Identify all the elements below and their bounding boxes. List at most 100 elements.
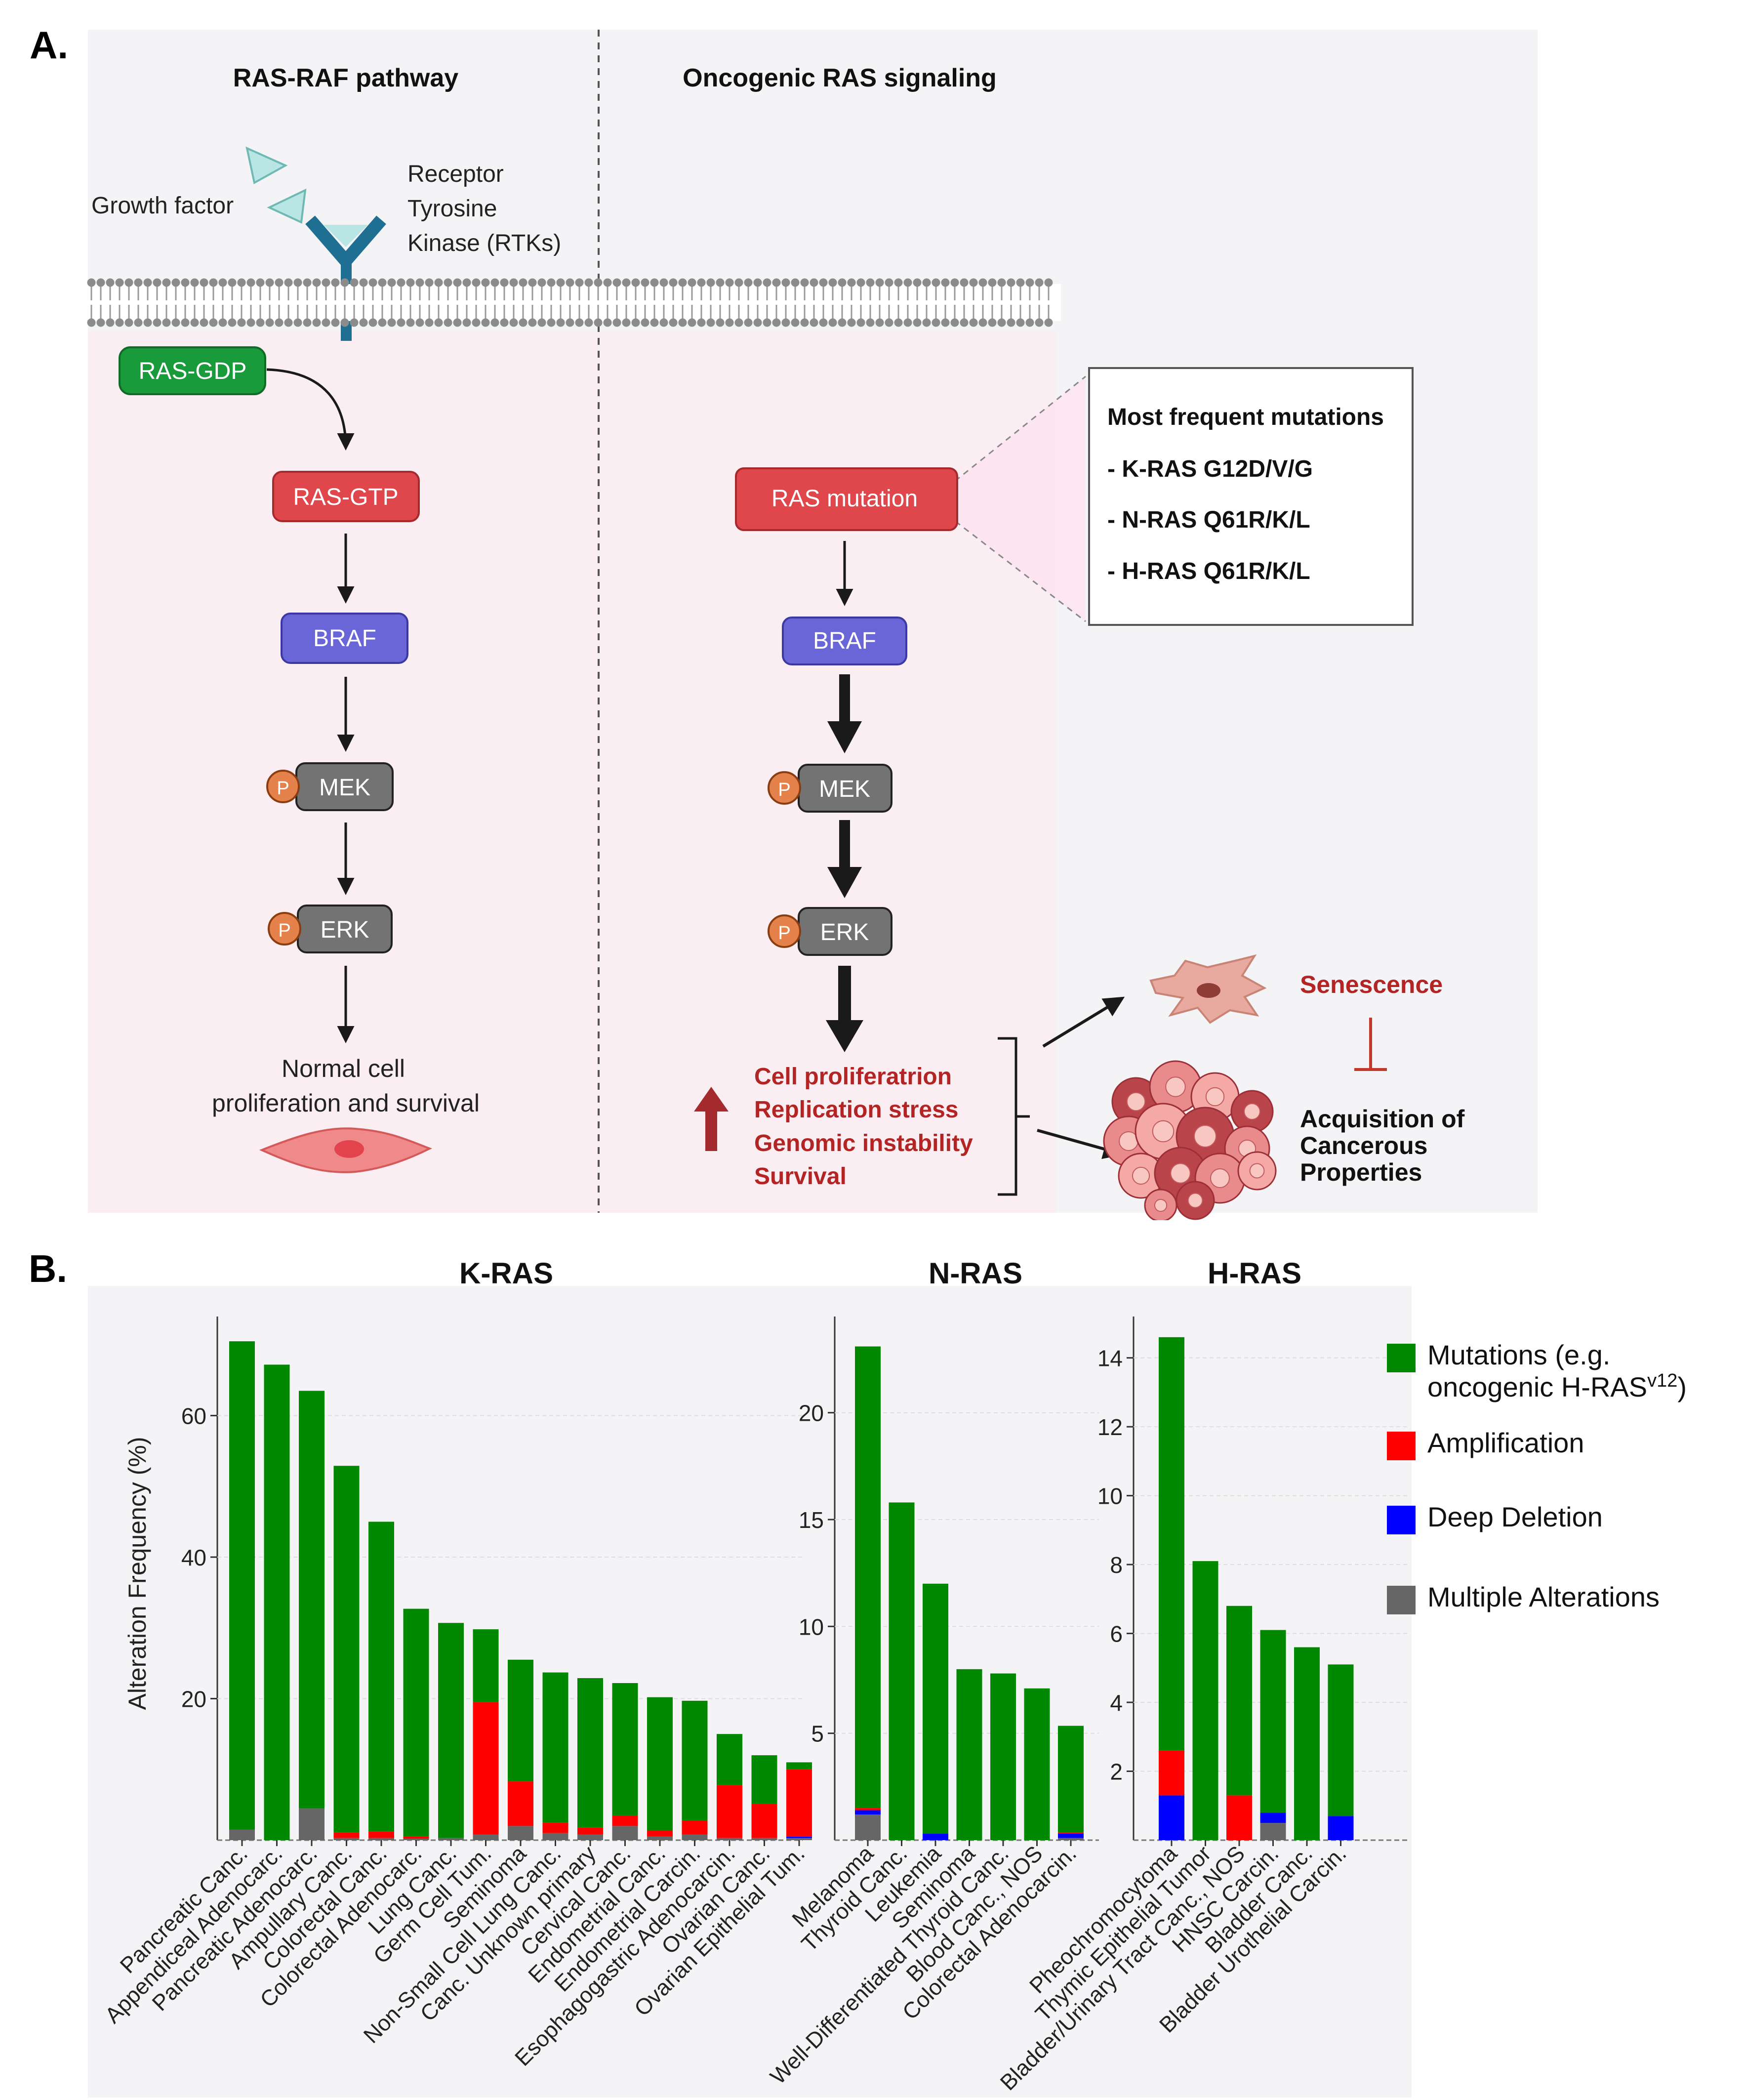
lipid-head: [678, 318, 687, 327]
rtk-label-1: Receptor: [407, 161, 504, 187]
lipid-head: [969, 278, 978, 287]
lipid-head: [594, 278, 603, 287]
lipid-head: [134, 278, 143, 287]
lipid-head: [87, 278, 96, 287]
lipid-head: [303, 318, 312, 327]
bar-segment-multiple-alterations: [1260, 1823, 1286, 1840]
lipid-head: [763, 318, 771, 327]
bar-segment-mutations: [717, 1734, 742, 1785]
lipid-head: [1035, 318, 1044, 327]
bar-segment-deep-deletion: [923, 1834, 948, 1840]
lipid-head: [932, 278, 940, 287]
tumor-cell-nucleus: [1165, 1076, 1186, 1097]
lipid-head: [96, 278, 105, 287]
ras-mutation-box: RAS mutation: [735, 467, 958, 531]
lipid-head: [678, 278, 687, 287]
lipid-head: [200, 278, 208, 287]
y-tick-label: 2: [1110, 1759, 1123, 1785]
lipid-head: [519, 318, 527, 327]
effect-proliferation: Cell proliferatrion: [754, 1064, 952, 1090]
lipid-head: [988, 278, 997, 287]
bar-segment-amplification: [1058, 1832, 1084, 1834]
mutations-title: Most frequent mutations: [1107, 404, 1384, 430]
y-tick-label: 5: [811, 1721, 824, 1747]
y-tick-label: 60: [181, 1403, 206, 1429]
tumor-cell-nucleus: [1205, 1087, 1225, 1107]
lipid-head: [209, 278, 218, 287]
lipid-head: [453, 318, 462, 327]
lipid-head: [922, 318, 931, 327]
inhibition-icon: [1354, 1018, 1387, 1071]
lipid-head: [903, 318, 912, 327]
y-tick-label: 8: [1110, 1552, 1123, 1578]
bar-segment-multiple-alterations: [229, 1829, 255, 1840]
bar-segment-amplification: [508, 1781, 533, 1826]
y-tick-label: 14: [1097, 1346, 1123, 1371]
lipid-head: [537, 318, 546, 327]
bar-segment-mutations: [333, 1466, 360, 1833]
lipid-head: [509, 278, 518, 287]
lipid-head: [641, 318, 649, 327]
lipid-head: [387, 318, 396, 327]
effect-survival: Survival: [754, 1163, 847, 1190]
svg-text:RAS mutation: RAS mutation: [771, 486, 918, 512]
bar-segment-multiple-alterations: [751, 1838, 777, 1840]
tumor-cell-nucleus: [1154, 1198, 1168, 1212]
growth-factor-icon: [245, 146, 288, 185]
bar-segment-multiple-alterations: [682, 1834, 708, 1840]
thick-arrow-erk-effects: [826, 966, 863, 1052]
zoom-wedge: [930, 376, 1086, 621]
lipid-head: [171, 318, 180, 327]
lipid-head: [772, 318, 781, 327]
lipid-head: [509, 318, 518, 327]
panel-b-label: B.: [29, 1247, 67, 1290]
tumor-cell-nucleus: [1210, 1168, 1230, 1188]
bar-segment-multiple-alterations: [403, 1839, 429, 1840]
lipid-head: [228, 318, 237, 327]
lipid-head: [734, 278, 743, 287]
lipid-head: [978, 318, 987, 327]
svg-text:MEK: MEK: [319, 775, 370, 801]
tumor-cell-nucleus: [1132, 1166, 1150, 1185]
lipid-head: [828, 278, 837, 287]
lipid-head: [894, 278, 903, 287]
growth-factor-label: Growth factor: [91, 193, 234, 219]
lipid-head: [791, 278, 800, 287]
lipid-head: [415, 318, 424, 327]
lipid-head: [697, 278, 706, 287]
lipid-head: [134, 318, 143, 327]
tumor-cell-nucleus: [1152, 1120, 1175, 1143]
lipid-head: [706, 318, 715, 327]
lipid-head: [584, 318, 593, 327]
svg-text:RAS-GTP: RAS-GTP: [293, 484, 398, 510]
bar-segment-amplification: [542, 1822, 568, 1833]
bar-segment-deep-deletion: [1058, 1834, 1084, 1838]
lipid-head: [256, 278, 265, 287]
lipid-head: [706, 278, 715, 287]
lipid-head: [969, 318, 978, 327]
bar-segment-multiple-alterations: [612, 1826, 638, 1840]
lipid-head: [978, 278, 987, 287]
lipid-head: [162, 318, 171, 327]
legend-swatch-mut: [1387, 1344, 1416, 1372]
lipid-head: [612, 318, 621, 327]
lipid-head: [106, 278, 115, 287]
legend-swatch-multi: [1387, 1586, 1416, 1614]
bar-segment-multiple-alterations: [333, 1838, 360, 1840]
lipid-head: [866, 278, 875, 287]
lipid-head: [434, 278, 443, 287]
bar-segment-amplification: [855, 1808, 881, 1811]
lipid-head: [800, 318, 809, 327]
lipid-head: [950, 318, 959, 327]
lipid-head: [387, 278, 396, 287]
ras-gtp-box: RAS-GTP: [272, 471, 420, 522]
lipid-head: [406, 278, 415, 287]
chart-title: H-RAS: [1208, 1257, 1301, 1290]
lipid-head: [688, 318, 696, 327]
lipid-head: [725, 318, 734, 327]
lipid-head: [312, 278, 321, 287]
lipid-head: [838, 278, 847, 287]
left-title: RAS-RAF pathway: [233, 64, 459, 92]
lipid-head: [322, 318, 330, 327]
svg-text:P: P: [778, 923, 790, 944]
